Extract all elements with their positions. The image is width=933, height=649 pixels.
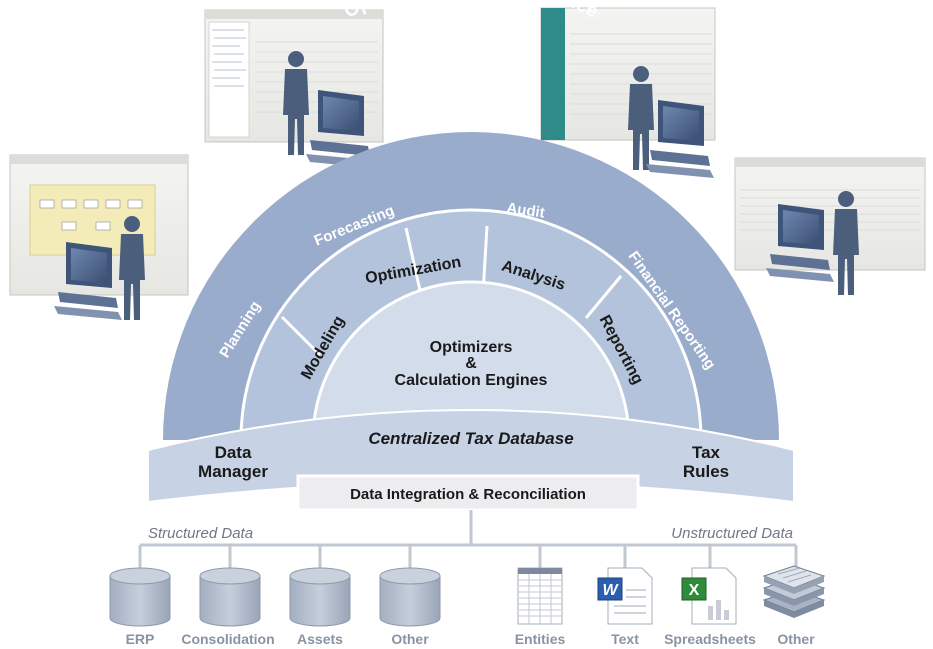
middle-band-dividers [239,208,703,441]
tax-rules-line-1: Tax [692,443,721,462]
source-entities: Entities [515,631,566,647]
database-cylinder-icon [199,567,261,627]
core-line-3: Calculation Engines [395,372,548,389]
tax-rules-line-2: Rules [683,462,729,481]
source-spreadsheets: Spreadsheets [664,631,756,647]
screenshot-right [734,157,926,271]
word-document-icon: W [597,567,653,625]
database-cylinder-icon [289,567,351,627]
source-other-structured: Other [391,631,429,647]
source-other-unstructured: Other [777,631,815,647]
source-text: Text [611,631,639,647]
source-assets: Assets [297,631,343,647]
label-audit: Audit [505,199,545,221]
database-cylinder-icon [379,567,441,627]
connector-lines [138,510,798,568]
document-stack-icon [762,565,826,618]
core-line-1: Optimizers [430,339,513,356]
data-manager-line-2: Manager [198,462,268,481]
table-grid-icon [517,567,563,625]
source-erp: ERP [126,631,155,647]
unstructured-data-label: Unstructured Data [671,525,793,542]
svg-text:W: W [602,582,619,599]
integration-label: Data Integration & Reconciliation [350,486,586,503]
excel-spreadsheet-icon: X [681,567,737,625]
integration-box [296,474,640,512]
structured-data-label: Structured Data [148,525,253,542]
svg-text:X: X [689,582,700,599]
core-line-2: & [465,355,477,372]
data-manager-line-1: Data [215,443,252,462]
core-semicircle [311,280,631,442]
database-cylinder-icon [109,567,171,627]
source-consolidation: Consolidation [181,631,274,647]
database-title: Centralized Tax Database [368,429,573,448]
